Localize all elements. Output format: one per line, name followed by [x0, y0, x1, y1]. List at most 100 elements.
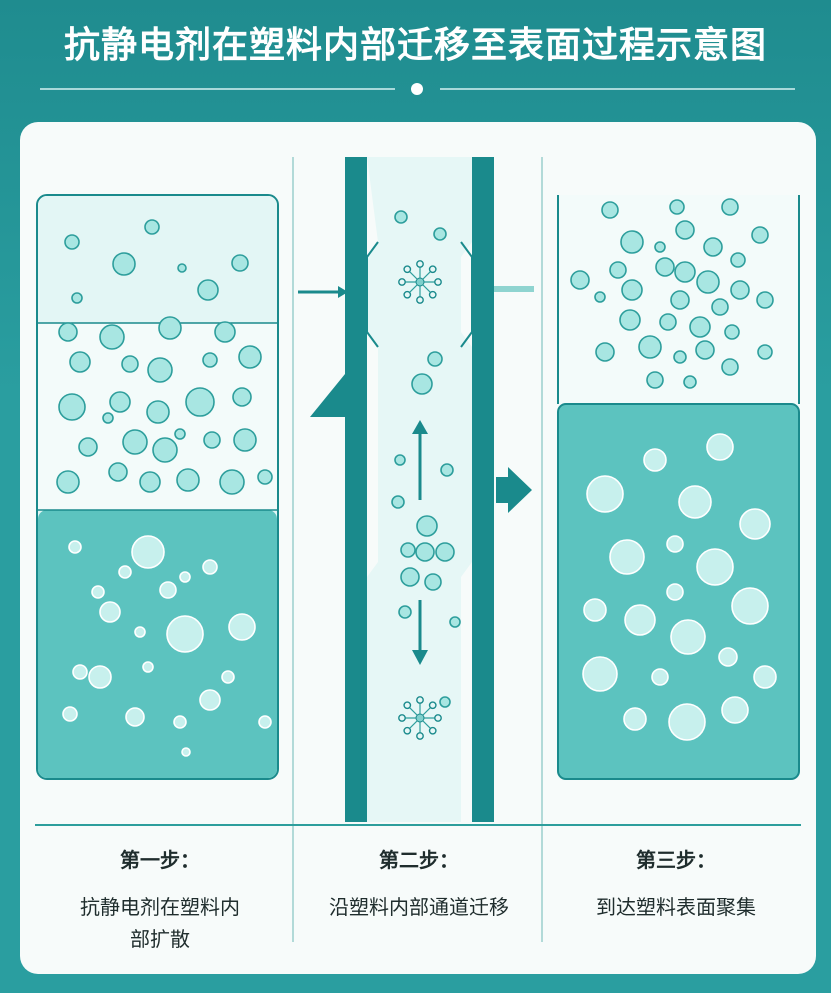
title-rule-left	[40, 88, 395, 90]
bubble	[394, 454, 406, 466]
bubble	[621, 279, 643, 301]
bubble	[238, 345, 262, 369]
migration-diagram	[35, 157, 801, 942]
bubble	[609, 539, 645, 575]
bubble	[391, 495, 405, 509]
title-rule-right	[440, 88, 795, 90]
step-1-caption: 第一步： 抗静电剂在塑料内部扩散	[40, 844, 280, 955]
bubble	[232, 387, 252, 407]
bubble	[69, 351, 91, 373]
bubble	[739, 508, 771, 540]
bubble	[721, 696, 749, 724]
bubble	[202, 352, 218, 368]
bubble	[643, 448, 667, 472]
bubble	[72, 664, 88, 680]
bubble	[655, 257, 675, 277]
bubble	[177, 263, 187, 273]
panel-1-container	[36, 194, 279, 780]
molecule-cluster-icons	[398, 260, 442, 740]
bubble	[197, 279, 219, 301]
step-3-caption: 第三步： 到达塑料表面聚集	[545, 844, 807, 923]
bubble	[620, 230, 644, 254]
bubble	[424, 573, 442, 591]
bubble	[199, 689, 221, 711]
panel-1-bottom-layer	[38, 510, 277, 778]
bubble	[756, 291, 774, 309]
bubble	[757, 344, 773, 360]
step-1-desc: 抗静电剂在塑料内部扩散	[80, 895, 240, 951]
bubble	[751, 226, 769, 244]
bubble	[181, 747, 191, 757]
bubble	[99, 601, 121, 623]
bubble	[730, 280, 750, 300]
bubble	[146, 400, 170, 424]
bubble	[696, 548, 734, 586]
bubble	[231, 254, 249, 272]
bubble	[214, 321, 236, 343]
bubble	[159, 581, 177, 599]
bubble	[64, 234, 80, 250]
bubble	[257, 469, 273, 485]
bubble	[427, 351, 443, 367]
bubble	[703, 237, 723, 257]
bubble	[651, 668, 669, 686]
bubble	[666, 583, 684, 601]
arrow-up-icon	[412, 420, 428, 500]
bubble	[185, 387, 215, 417]
bubble	[78, 437, 98, 457]
bubble	[594, 291, 606, 303]
bubble	[71, 292, 83, 304]
bubble	[233, 428, 257, 452]
bubble	[258, 715, 272, 729]
bubble	[228, 613, 256, 641]
bubble	[731, 587, 769, 625]
step-3-label: 第三步：	[636, 848, 716, 872]
bubble	[675, 220, 695, 240]
bubble	[152, 437, 178, 463]
bubble	[718, 647, 738, 667]
bubble	[435, 542, 455, 562]
panel-1-bubbles	[56, 219, 273, 757]
bubble	[58, 393, 86, 421]
diagram-card: 第一步： 抗静电剂在塑料内部扩散 第二步： 沿塑料内部通道迁移 第三步： 到达塑…	[20, 122, 816, 974]
bubble	[582, 656, 618, 692]
bubble	[398, 605, 412, 619]
step-3-desc: 到达塑料表面聚集	[596, 895, 756, 919]
panel-3-bubbles	[570, 198, 777, 741]
bubble	[144, 219, 160, 235]
bubble	[440, 463, 454, 477]
bubble	[433, 227, 447, 241]
bubble	[134, 626, 146, 638]
bubble	[166, 615, 204, 653]
bubble	[678, 485, 712, 519]
bubble	[753, 665, 777, 689]
bubble	[638, 335, 662, 359]
arrow-in-icon	[298, 286, 348, 298]
bubble	[400, 542, 416, 558]
panel-2-bubbles	[391, 210, 461, 708]
bubble	[176, 468, 200, 492]
bubble	[394, 210, 408, 224]
bubble	[689, 316, 711, 338]
bubble	[695, 340, 715, 360]
captions-row: 第一步： 抗静电剂在塑料内部扩散 第二步： 沿塑料内部通道迁移 第三步： 到达塑…	[20, 822, 816, 962]
bubble	[108, 462, 128, 482]
step-2-desc: 沿塑料内部通道迁移	[329, 895, 509, 919]
bubble	[202, 559, 218, 575]
step-1-label: 第一步：	[120, 848, 200, 872]
bubble	[118, 565, 132, 579]
bubble	[219, 469, 245, 495]
bubble	[91, 585, 105, 599]
bubble	[669, 199, 685, 215]
panel-2-channel	[298, 157, 534, 822]
bubble	[668, 703, 706, 741]
bubble	[673, 350, 687, 364]
bubble	[670, 619, 706, 655]
bubble	[624, 604, 656, 636]
bubble	[724, 324, 740, 340]
bubble	[58, 322, 78, 342]
page-title: 抗静电剂在塑料内部迁移至表面过程示意图	[63, 25, 767, 66]
bubble	[706, 433, 734, 461]
bubble	[121, 355, 139, 373]
bubble	[109, 391, 131, 413]
